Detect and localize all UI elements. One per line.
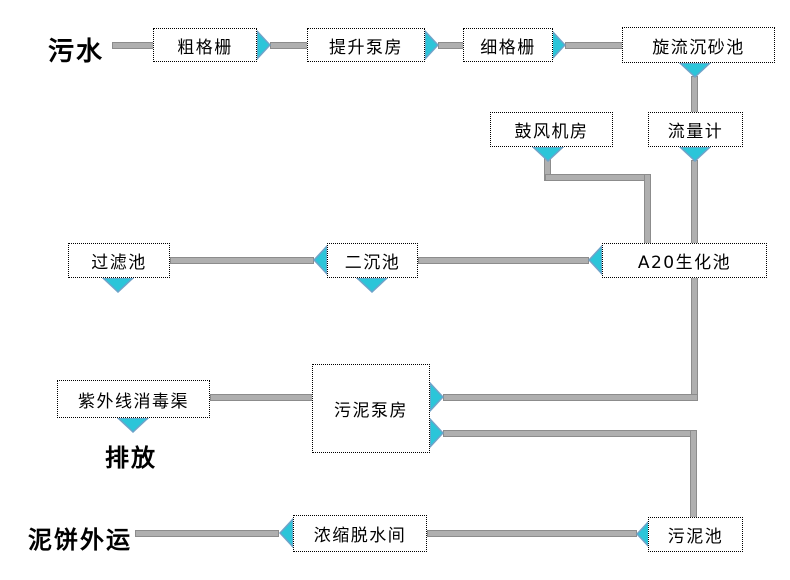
arrow-left-icon xyxy=(313,245,328,275)
arrow-down-icon xyxy=(102,277,134,293)
flow-pipe xyxy=(443,394,698,401)
arrow-down-icon xyxy=(117,417,149,433)
node-a2o-biochemical-tank: A20生化池 xyxy=(602,243,767,278)
arrow-down-icon xyxy=(532,146,564,162)
flow-pipe xyxy=(565,42,623,49)
arrow-down-icon xyxy=(356,277,388,293)
node-filter-tank: 过滤池 xyxy=(68,243,170,278)
arrow-right-icon xyxy=(429,418,444,448)
node-secondary-sedimentation-tank: 二沉池 xyxy=(327,243,418,278)
flow-pipe xyxy=(427,530,637,537)
arrow-down-icon xyxy=(679,146,711,162)
node-sludge-tank: 污泥池 xyxy=(648,517,743,552)
flow-pipe xyxy=(170,257,314,264)
arrow-right-icon xyxy=(429,382,444,412)
arrow-right-icon xyxy=(424,30,439,60)
arrow-left-icon xyxy=(279,518,294,548)
node-flow-meter: 流量计 xyxy=(648,112,743,147)
label-sewage-inflow: 污水 xyxy=(48,37,105,67)
flow-pipe xyxy=(438,42,464,49)
flow-pipe xyxy=(690,430,697,518)
flow-pipe xyxy=(691,277,698,401)
node-blower-room: 鼓风机房 xyxy=(490,112,613,147)
label-sludge-cake-out: 泥饼外运 xyxy=(28,526,132,554)
node-coarse-screen: 粗格栅 xyxy=(153,28,257,62)
arrow-right-icon xyxy=(551,30,566,60)
label-discharge: 排放 xyxy=(105,444,157,472)
node-vortex-grit-chamber: 旋流沉砂池 xyxy=(622,27,775,63)
flow-pipe xyxy=(644,174,651,244)
flow-pipe xyxy=(270,42,308,49)
node-lift-pump-house: 提升泵房 xyxy=(307,28,425,62)
node-fine-screen: 细格栅 xyxy=(463,28,553,62)
node-uv-disinfection-channel: 紫外线消毒渠 xyxy=(57,380,210,418)
arrow-left-icon xyxy=(588,245,603,275)
flow-pipe xyxy=(418,257,589,264)
node-sludge-pump-house: 污泥泵房 xyxy=(312,364,430,453)
flow-pipe xyxy=(691,76,698,113)
flow-pipe xyxy=(112,42,154,49)
arrow-down-icon xyxy=(679,62,711,78)
flow-pipe xyxy=(545,174,651,181)
flow-pipe xyxy=(443,430,697,437)
flow-pipe xyxy=(210,394,313,401)
flow-pipe xyxy=(135,530,279,537)
flow-pipe xyxy=(691,160,698,244)
node-thickening-dewatering-room: 浓缩脱水间 xyxy=(293,515,427,552)
arrow-right-icon xyxy=(256,30,271,60)
